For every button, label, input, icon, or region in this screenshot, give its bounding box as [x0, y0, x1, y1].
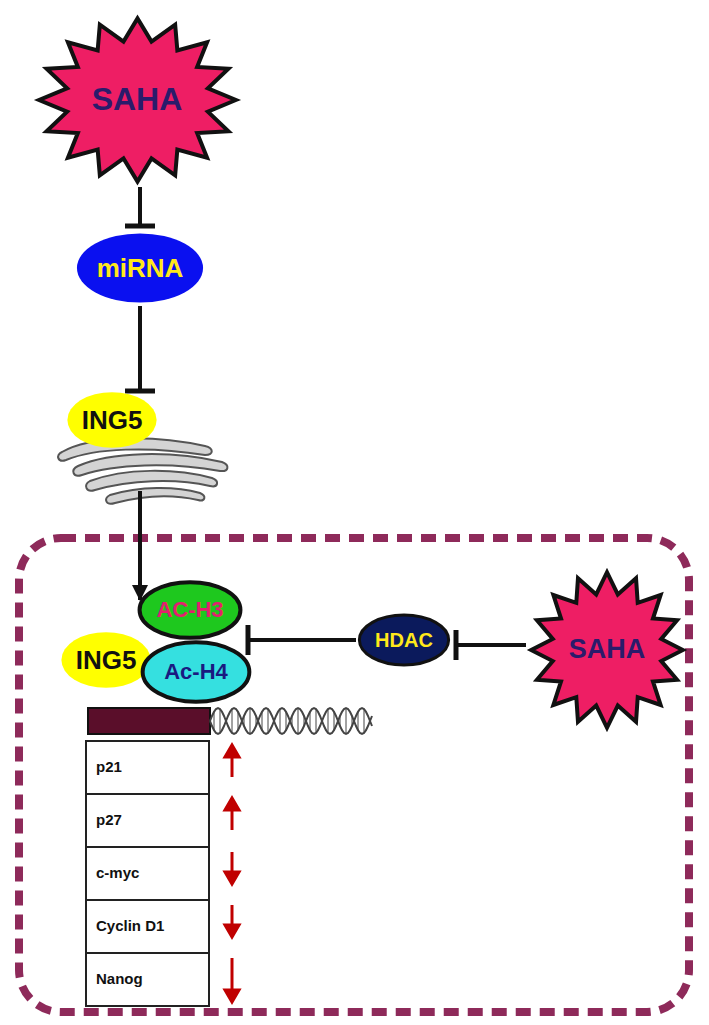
- helix-rung: [298, 708, 299, 734]
- shape-outline: [77, 233, 203, 302]
- helix-rung: [244, 716, 245, 726]
- shape-outline: [61, 632, 150, 688]
- expression-arrows: [225, 745, 239, 1002]
- gene-box: Cyclin D1: [85, 899, 210, 954]
- gene-box: Nanog: [85, 952, 210, 1007]
- helix-rung: [334, 712, 335, 730]
- node-label: SAHA: [92, 82, 183, 117]
- histone-ellipse: Ac-H4: [141, 641, 251, 703]
- activation-connector: [138, 491, 142, 600]
- helix-rung: [316, 709, 317, 733]
- shape-outline: [143, 642, 250, 702]
- shape-outline: [140, 582, 241, 638]
- helix-rung: [340, 716, 341, 726]
- helix-strand: [210, 708, 372, 734]
- helix-rung: [346, 708, 347, 734]
- helix-rung: [286, 712, 287, 730]
- node-label: p27: [96, 812, 122, 829]
- nucleus-outline: [19, 538, 689, 1012]
- node-label: AC-H3: [156, 598, 223, 622]
- drug-starburst: SAHA: [528, 569, 686, 731]
- helix-rung: [262, 712, 263, 730]
- helix-rung: [364, 709, 365, 733]
- shape-outline: [67, 392, 156, 448]
- node-label: Nanog: [96, 971, 143, 988]
- node-label: Ac-H4: [164, 660, 228, 684]
- drug-starburst: SAHA: [35, 15, 240, 185]
- enzyme-ellipse: HDAC: [358, 614, 450, 666]
- helix-rung: [328, 709, 329, 733]
- dna-helix: [210, 708, 372, 734]
- protein-ellipse: ING5: [60, 631, 152, 689]
- protein-ellipse: ING5: [66, 391, 158, 449]
- helix-rung: [358, 712, 359, 730]
- mirna-ellipse: miRNA: [75, 232, 205, 304]
- helix-rung: [280, 709, 281, 733]
- gene-box: c-myc: [85, 846, 210, 901]
- node-label: p21: [96, 759, 122, 776]
- helix-rung: [292, 716, 293, 726]
- endoplasmic-reticulum: [58, 438, 227, 503]
- gene-box: p21: [85, 740, 210, 795]
- helix-rung: [256, 716, 257, 726]
- histone-ellipse: AC-H3: [138, 581, 242, 639]
- helix-rung: [232, 709, 233, 733]
- shape-outline: [531, 572, 683, 728]
- helix-rung: [310, 712, 311, 730]
- node-label: c-myc: [96, 865, 139, 882]
- helix-rung: [220, 709, 221, 733]
- node-label: ING5: [76, 646, 137, 675]
- gene-box: p27: [85, 793, 210, 848]
- helix-strand: [210, 708, 372, 734]
- shape-outline: [359, 615, 448, 665]
- inhibition-connector: [138, 306, 142, 391]
- inhibition-connector: [456, 643, 526, 647]
- helix-rung: [304, 716, 305, 726]
- inhibition-connector: [248, 638, 356, 642]
- node-label: miRNA: [97, 254, 184, 283]
- node-label: HDAC: [375, 629, 433, 651]
- helix-rung: [238, 712, 239, 730]
- shape-outline: [39, 18, 236, 181]
- helix-rung: [214, 712, 215, 730]
- inhibition-connector: [138, 187, 142, 226]
- node-label: Cyclin D1: [96, 918, 164, 935]
- helix-rung: [352, 716, 353, 726]
- node-label: SAHA: [569, 635, 646, 665]
- helix-rung: [268, 709, 269, 733]
- promoter-bar: [88, 708, 210, 734]
- node-label: ING5: [82, 406, 143, 435]
- helix-rung: [250, 708, 251, 734]
